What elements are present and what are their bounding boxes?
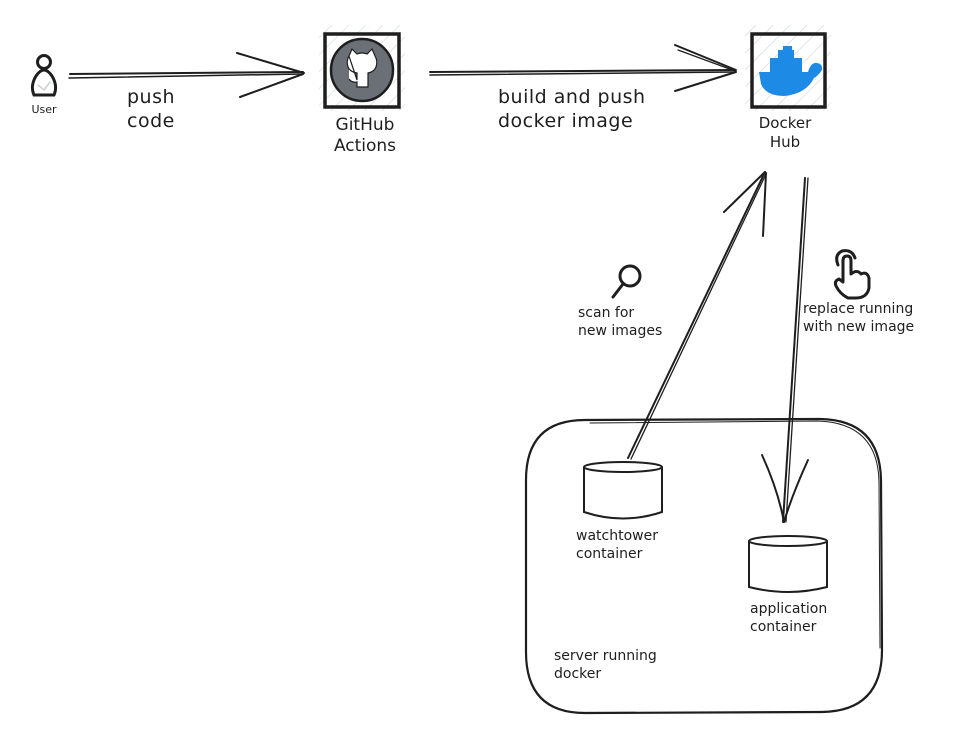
github-icon xyxy=(329,37,395,103)
docker-whale-icon xyxy=(759,46,823,96)
build-push-arrow xyxy=(429,44,737,92)
build-push-label: build and push docker image xyxy=(498,86,646,132)
replace-label: replace running with new image xyxy=(803,301,915,335)
application-label: application container xyxy=(750,601,828,635)
watchtower-cylinder xyxy=(583,461,663,520)
server-node xyxy=(524,417,884,715)
user-label: User xyxy=(31,103,57,116)
magnifier-icon xyxy=(611,264,642,299)
docker-hub-label: Docker Hub xyxy=(758,114,812,151)
replace-arrow xyxy=(761,177,809,523)
scan-label: scan for new images xyxy=(578,305,663,339)
github-actions-node xyxy=(319,25,405,111)
application-cylinder xyxy=(748,535,828,593)
pointing-hand-icon xyxy=(833,249,871,300)
docker-hub-node xyxy=(745,25,831,111)
scan-arrow xyxy=(627,171,767,460)
push-code-label: push code xyxy=(127,86,176,132)
push-code-arrow xyxy=(68,52,305,98)
github-actions-label: GitHub Actions xyxy=(333,115,397,157)
user-icon xyxy=(30,54,58,97)
watchtower-label: watchtower container xyxy=(576,528,658,562)
server-label: server running docker xyxy=(554,648,657,682)
